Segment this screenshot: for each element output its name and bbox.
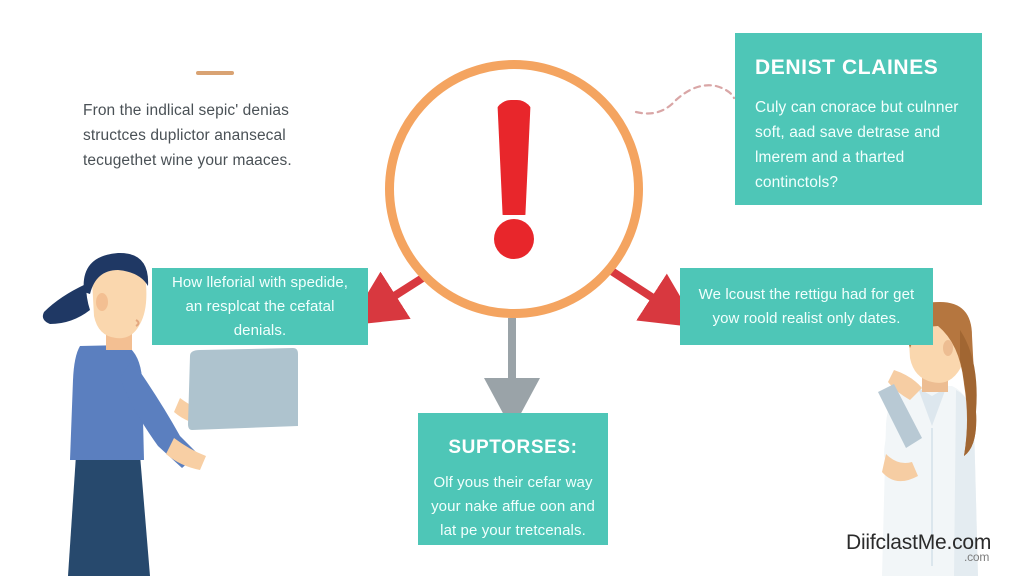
right-person-hair	[905, 302, 977, 456]
arrow-to-right-box	[607, 266, 699, 328]
callout-box-left: How lleforial with spedide, an resplcat …	[152, 268, 368, 345]
person-right-woman-with-tablet	[878, 302, 978, 576]
callout-box-supporses: SUPTORSES: Olf yous their cefar way your…	[418, 413, 608, 545]
right-person-lapel	[918, 388, 946, 426]
left-person-skirt	[68, 455, 150, 576]
callout-top-right-heading: DENIST CLAINES	[755, 56, 939, 79]
left-person-ear	[96, 293, 108, 311]
callout-box-right: We lcoust the rettigu had for get yow ro…	[680, 268, 933, 345]
person-left-woman-with-laptop	[42, 252, 298, 576]
intro-paragraph: Fron the indlical sepic' denias structce…	[83, 102, 292, 169]
left-person-hand-lower	[166, 438, 206, 470]
left-person-sleeve	[120, 360, 198, 468]
callout-right-body: We lcoust the rettigu had for get yow ro…	[698, 285, 915, 327]
dashed-connector-top-right	[634, 84, 736, 115]
right-person-hair-back	[960, 330, 977, 456]
exclamation-dot-icon	[494, 219, 534, 259]
left-person-hair	[83, 252, 149, 294]
left-person-head	[92, 254, 147, 339]
intro-divider-rule	[196, 71, 234, 75]
callout-box-denial-claims: DENIST CLAINES Culy can cnorace but culn…	[735, 33, 982, 205]
left-person-ponytail	[42, 284, 90, 324]
callout-top-right-body: Culy can cnorace but culnner soft, aad s…	[755, 99, 959, 191]
callout-bottom-heading: SUPTORSES:	[448, 437, 578, 458]
right-person-hand-upper	[888, 370, 922, 400]
callout-bottom-body: Olf yous their cefar way your nake affue…	[431, 474, 595, 539]
watermark-sub: .com	[963, 550, 990, 564]
exclamation-mark-icon	[497, 100, 531, 215]
watermark: DiifclastMe.com .com	[846, 531, 992, 564]
right-person-ear	[943, 340, 953, 356]
right-person-tablet	[878, 384, 922, 448]
callout-left-body: How lleforial with spedide, an resplcat …	[171, 273, 349, 339]
right-person-hand-lower	[882, 454, 918, 482]
watermark-main: DiifclastMe.com	[846, 531, 992, 554]
left-person-laptop	[188, 348, 298, 430]
left-person-mouth	[135, 319, 140, 327]
